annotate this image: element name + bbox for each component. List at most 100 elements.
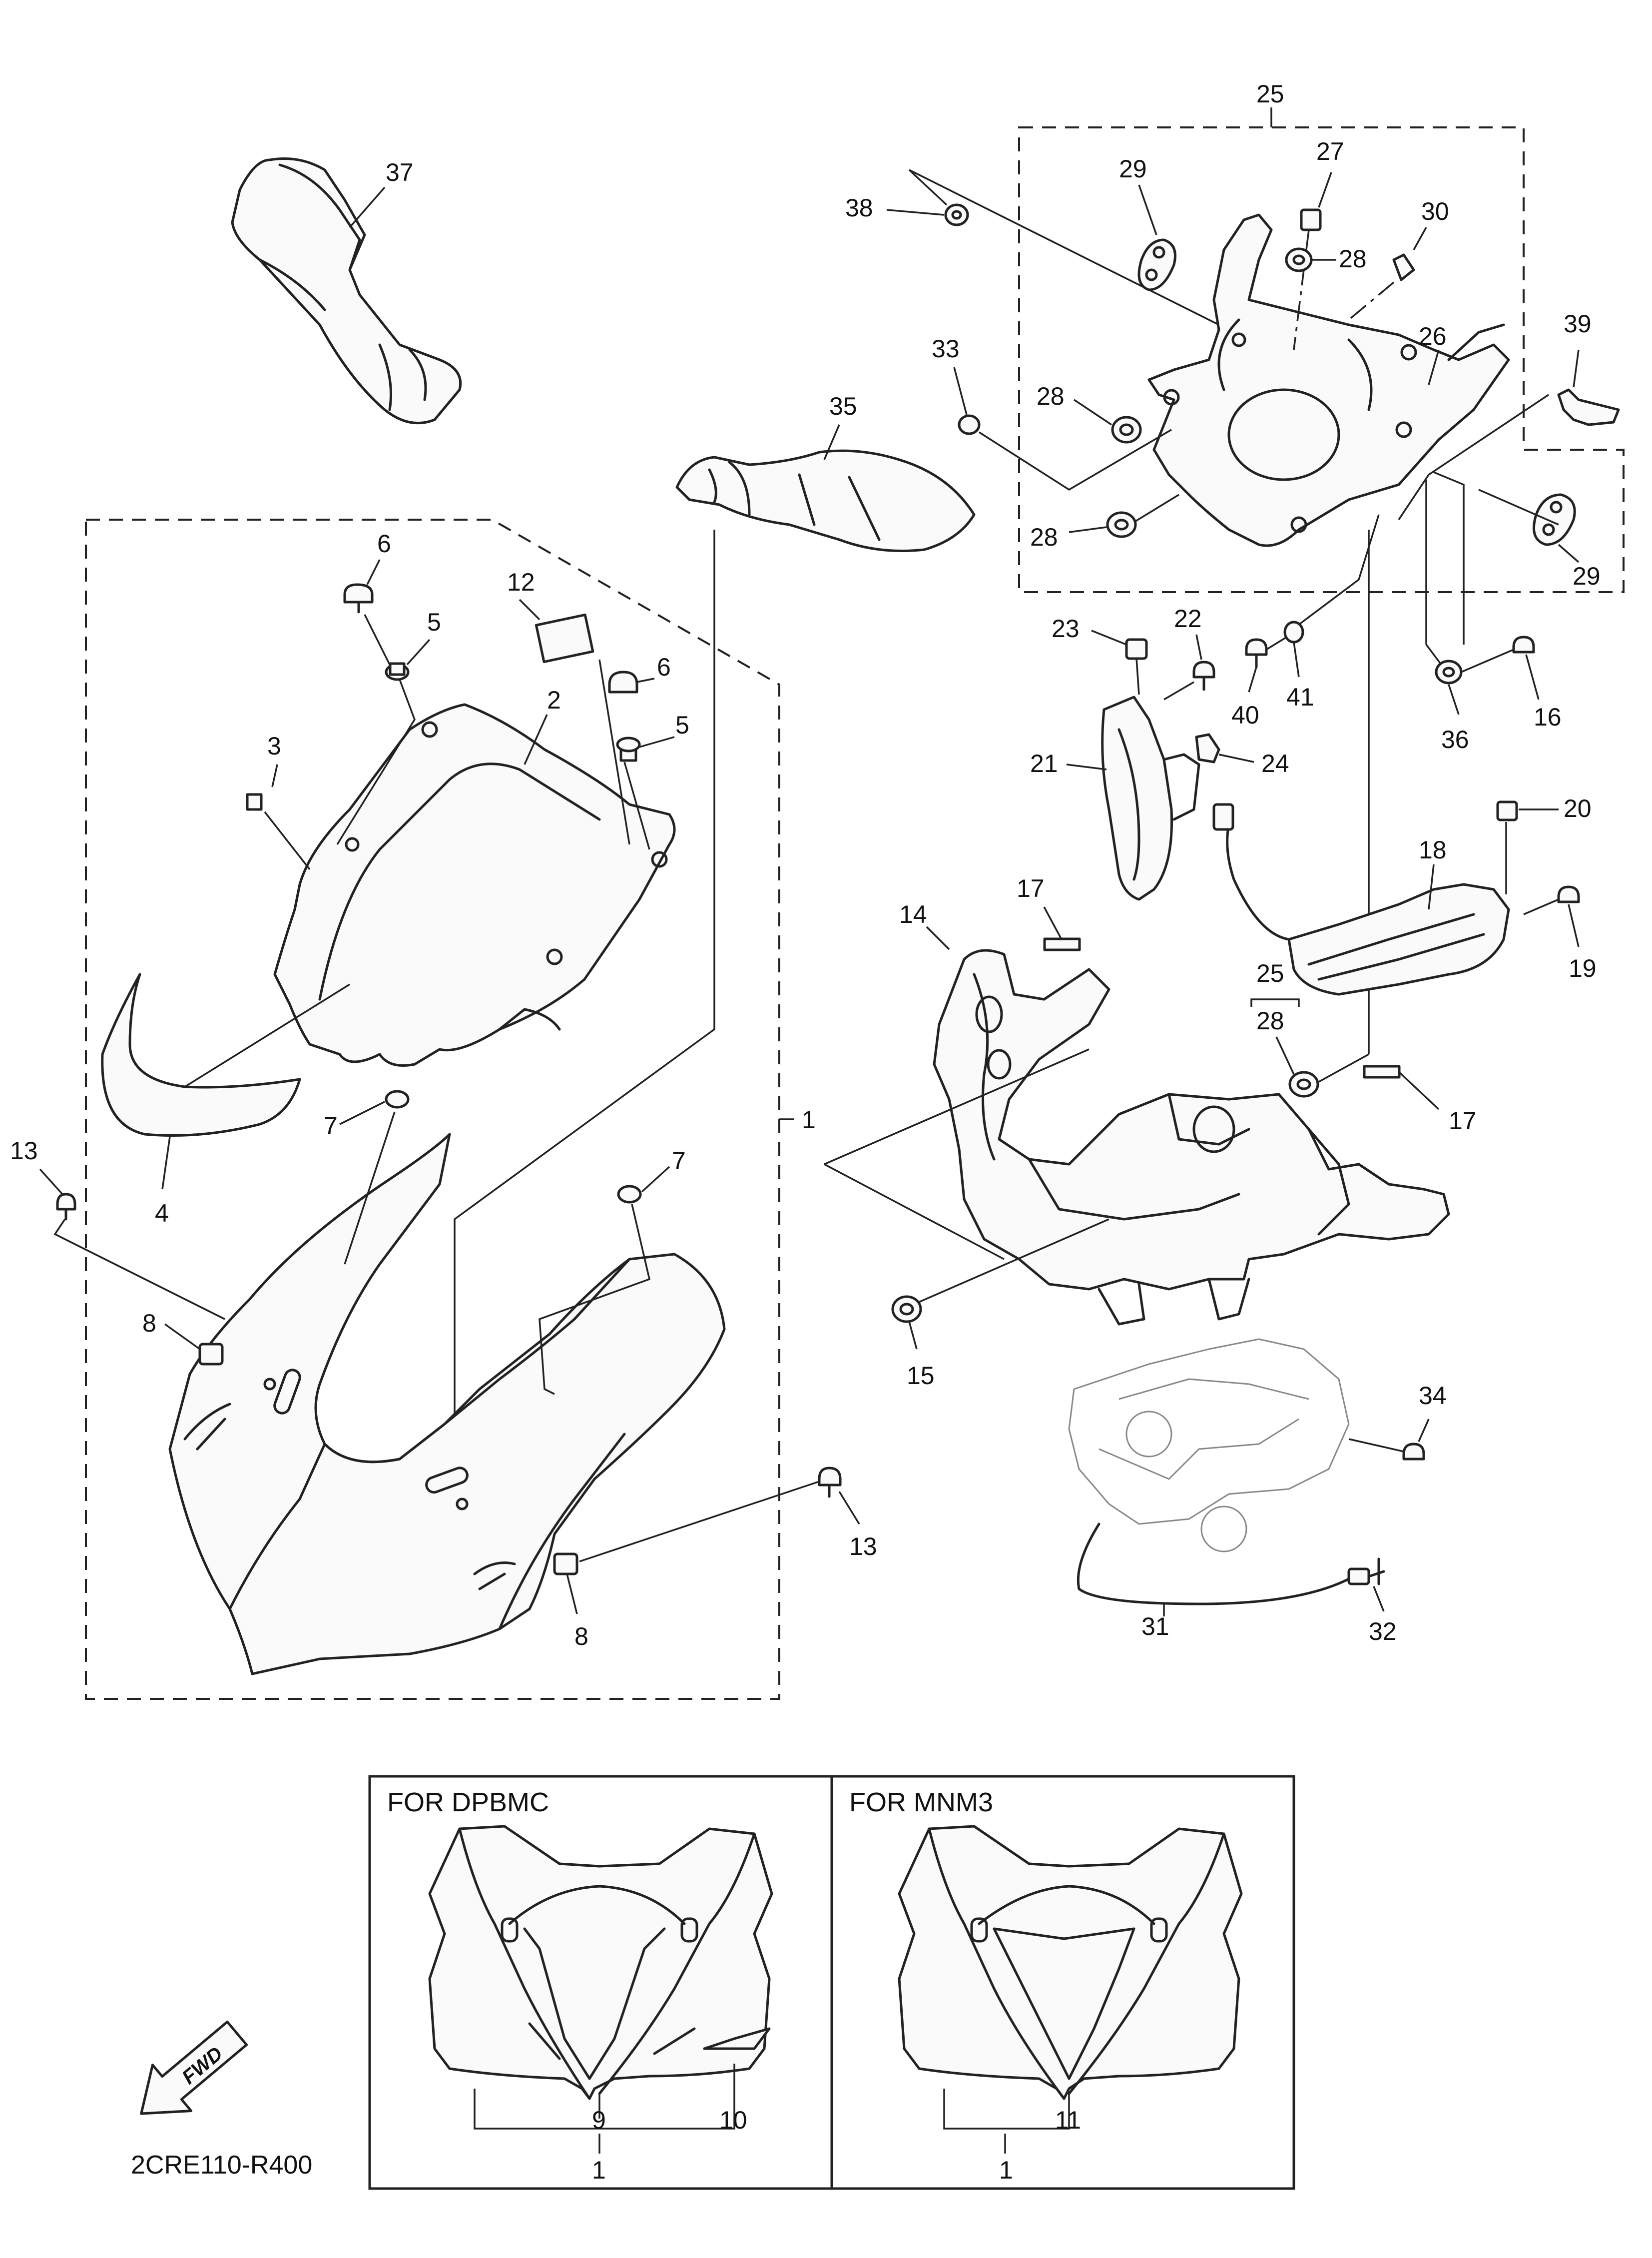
part-14-stay <box>933 949 1450 1326</box>
label-22: 22 <box>1174 605 1202 633</box>
fwd-arrow-icon: FWD <box>140 2020 248 2115</box>
label-13-right: 13 <box>849 1532 877 1560</box>
label-40: 40 <box>1231 701 1259 729</box>
assembly-25-outline <box>1018 126 1625 593</box>
part-17-pin-left <box>1043 937 1081 951</box>
label-18: 18 <box>1419 836 1447 864</box>
label-28-c: 28 <box>1030 523 1058 551</box>
variant-right-cowl <box>898 1825 1243 2100</box>
label-36: 36 <box>1441 726 1469 753</box>
part-15-grommet <box>891 1295 922 1323</box>
variant-right-label-1: 1 <box>999 2156 1013 2184</box>
part-31-harness <box>1077 1522 1350 1605</box>
label-20: 20 <box>1564 794 1592 822</box>
label-23: 23 <box>1052 615 1080 643</box>
label-12: 12 <box>507 568 535 596</box>
label-32: 32 <box>1369 1617 1397 1645</box>
label-28-a: 28 <box>1037 382 1065 410</box>
part-20-nut <box>1496 800 1518 821</box>
label-17-left: 17 <box>1017 874 1045 902</box>
part-6-screw-right <box>608 671 638 694</box>
label-30: 30 <box>1421 197 1449 225</box>
label-7-right: 7 <box>672 1147 686 1175</box>
label-5-right: 5 <box>675 711 689 739</box>
label-6-left: 6 <box>377 530 391 558</box>
label-28-d: 28 <box>1256 1007 1284 1035</box>
part-36-grommet <box>1435 660 1463 685</box>
label-39: 39 <box>1564 310 1592 338</box>
label-26: 26 <box>1419 322 1447 350</box>
label-15: 15 <box>907 1362 935 1390</box>
part-27-clip <box>1300 208 1322 231</box>
part-12-sticker <box>535 613 594 664</box>
label-6-right: 6 <box>657 653 671 681</box>
label-41: 41 <box>1286 683 1314 711</box>
part-6-screw-left <box>343 583 374 614</box>
part-22-bolt <box>1192 661 1215 691</box>
label-27: 27 <box>1316 137 1344 165</box>
part-19-bolt <box>1557 885 1580 903</box>
label-3: 3 <box>267 732 281 760</box>
variant-right-title: FOR MNM3 <box>849 1787 993 1817</box>
part-28-grommet-d <box>1288 1071 1319 1098</box>
part-21-turn-signal <box>1101 696 1200 901</box>
variant-left-label-1: 1 <box>592 2156 606 2184</box>
label-35: 35 <box>829 392 857 420</box>
part-7-grommet-right <box>617 1185 642 1204</box>
part-30-clip <box>1392 253 1415 281</box>
label-29-right: 29 <box>1573 562 1601 590</box>
part-5-washer-right <box>616 737 641 762</box>
label-31: 31 <box>1141 1612 1169 1640</box>
part-39-bracket <box>1557 388 1620 426</box>
label-37: 37 <box>386 158 414 186</box>
variant-left-label-9: 9 <box>592 2106 606 2134</box>
part-32-connector <box>1347 1557 1385 1585</box>
part-28-grommet-a <box>1111 416 1142 444</box>
part-5-washer-left <box>385 662 410 681</box>
part-34-bolt <box>1402 1443 1425 1461</box>
label-17-right: 17 <box>1449 1107 1477 1135</box>
label-21: 21 <box>1030 750 1058 777</box>
label-14: 14 <box>899 900 927 928</box>
part-13-screw-left <box>56 1193 76 1221</box>
part-29-damper-top <box>1137 238 1176 291</box>
part-17-pin-right <box>1363 1065 1401 1079</box>
part-29-damper-right <box>1533 493 1576 546</box>
part-33-bolt <box>958 414 981 435</box>
part-24-clip <box>1195 733 1220 763</box>
diagram-code: 2CRE110-R400 <box>131 2151 312 2180</box>
label-33: 33 <box>932 335 960 363</box>
part-38-nut <box>944 203 969 226</box>
label-5-left: 5 <box>427 608 441 636</box>
label-16: 16 <box>1534 703 1562 731</box>
label-4: 4 <box>155 1199 169 1227</box>
part-41-washer <box>1283 621 1304 644</box>
label-19: 19 <box>1569 954 1597 982</box>
label-8-left: 8 <box>142 1309 156 1337</box>
assembly-1-outline <box>85 519 780 1700</box>
part-8-nut-left <box>198 1343 224 1366</box>
label-25-bracket: 25 <box>1256 959 1284 987</box>
variant-left-cowl <box>428 1825 773 2100</box>
part-1-front-cowl <box>168 1133 726 1675</box>
part-3-clip <box>246 793 263 811</box>
part-16-bolt <box>1512 636 1535 654</box>
headlight-reference <box>1068 1338 1350 1552</box>
part-13-screw-right <box>818 1467 842 1498</box>
part-28-grommet-b <box>1285 247 1313 272</box>
part-18-turn-signal <box>1212 803 1510 996</box>
part-26-bracket <box>1147 213 1510 547</box>
label-8-right: 8 <box>574 1622 588 1650</box>
part-4-visor <box>101 973 301 1137</box>
label-1: 1 <box>802 1106 816 1134</box>
label-25-top: 25 <box>1256 80 1284 108</box>
label-34: 34 <box>1419 1382 1447 1410</box>
part-23-nut <box>1125 638 1148 660</box>
label-13-left: 13 <box>10 1137 38 1165</box>
label-24: 24 <box>1261 750 1289 777</box>
part-40-bolt <box>1245 638 1268 669</box>
part-37-mirror <box>231 157 462 425</box>
label-2: 2 <box>547 686 561 714</box>
variant-left-label-10: 10 <box>719 2106 747 2134</box>
